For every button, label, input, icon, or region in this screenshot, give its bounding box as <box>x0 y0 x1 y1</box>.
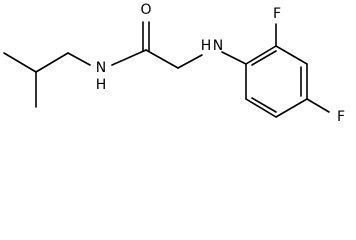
amide-nitrogen-label: N <box>96 60 106 76</box>
bond-ch2-amine-n <box>177 54 203 69</box>
oxygen-label: O <box>140 2 151 18</box>
amine-nitrogen-label: N <box>213 38 223 54</box>
bond-carbonyl-ch2 <box>145 49 179 69</box>
ring-bond-c5-c6 <box>245 98 277 118</box>
ring-bond-c2-c3 <box>275 45 308 65</box>
ring-double-c1-c2 <box>251 50 277 66</box>
bond-amine-n-ring <box>221 51 247 65</box>
bond-ring-fluorine-bottom <box>306 98 330 113</box>
bond-methyl-upper <box>3 52 37 73</box>
amine-hydrogen-label: H <box>201 38 212 54</box>
bond-amide-n-carbonyl <box>111 49 147 66</box>
fluorine-bottom-label: F <box>337 109 345 125</box>
ring-bond-c4-c5 <box>275 98 308 118</box>
fluorine-top-label: F <box>273 6 281 22</box>
ring-bond-c1-c2 <box>245 45 277 65</box>
structural-formula: O N H H N F F <box>3 2 345 125</box>
ring-double-c5-c6 <box>251 97 277 113</box>
bond-branch-ch2 <box>35 52 69 73</box>
bond-ch2-amide-n <box>67 52 91 66</box>
amide-hydrogen-label: H <box>96 77 107 93</box>
